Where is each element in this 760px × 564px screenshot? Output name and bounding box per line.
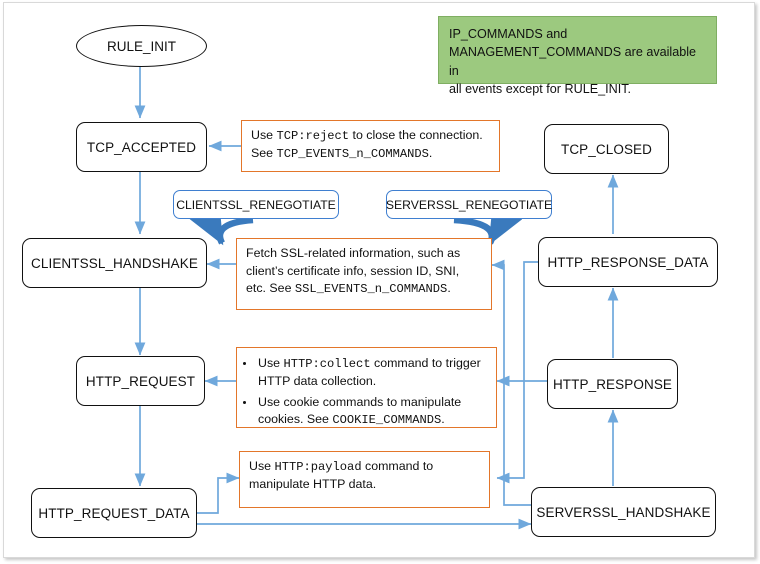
callout-payload-line-2: manipulate HTTP data. <box>249 477 377 492</box>
node-rule-init-label: RULE_INIT <box>106 38 177 54</box>
callout-tcp-line-2: See TCP_EVENTS_n_COMMANDS. <box>251 145 490 163</box>
callout-tcp-l2b: TCP_EVENTS_n_COMMANDS <box>276 147 429 162</box>
callout-payload-line-1: Use HTTP:payload command to <box>249 458 480 476</box>
node-rule-init[interactable]: RULE_INIT <box>76 25 207 67</box>
node-http-request-data[interactable]: HTTP_REQUEST_DATA <box>31 488 197 538</box>
callout-ssl-info: Fetch SSL-related information, such as c… <box>236 238 492 310</box>
node-clientssl-handshake-label: CLIENTSSL_HANDSHAKE <box>31 255 198 271</box>
node-http-request-label: HTTP_REQUEST <box>85 373 196 389</box>
callout-http-b2b: COOKIE_COMMANDS <box>332 413 442 428</box>
callout-ssl-l3a: etc. See <box>246 281 295 296</box>
node-http-response[interactable]: HTTP_RESPONSE <box>547 359 678 409</box>
callout-ssl-line-3: etc. See SSL_EVENTS_n_COMMANDS. <box>246 280 482 298</box>
callout-ssl-line-1: Fetch SSL-related information, such as <box>246 246 461 260</box>
node-clientssl-handshake[interactable]: CLIENTSSL_HANDSHAKE <box>22 238 207 288</box>
node-tcp-accepted[interactable]: TCP_ACCEPTED <box>76 122 207 172</box>
node-clientssl-renegotiate[interactable]: CLIENTSSL_RENEGOTIATE <box>173 190 339 219</box>
node-tcp-accepted-label: TCP_ACCEPTED <box>86 139 197 155</box>
callout-payload-l1a: Use <box>249 459 275 473</box>
callout-ssl-line-2: client’s certificate info, session ID, S… <box>246 263 460 278</box>
node-serverssl-renegotiate[interactable]: SERVERSSL_RENEGOTIATE <box>386 190 552 219</box>
node-http-request[interactable]: HTTP_REQUEST <box>76 356 205 406</box>
callout-tcp-l2c: . <box>428 146 433 161</box>
node-serverssl-renegotiate-label: SERVERSSL_RENEGOTIATE <box>385 197 553 212</box>
node-http-response-data-label: HTTP_RESPONSE_DATA <box>547 254 709 270</box>
callout-http-bullet-1: Use HTTP:collect command to trigger HTTP… <box>256 355 488 391</box>
callout-tcp-l1c: to close the connection. <box>349 128 483 142</box>
callout-http-bullet-2: Use cookie commands to manipulate cookie… <box>256 394 488 430</box>
callout-ssl-l3b: SSL_EVENTS_n_COMMANDS <box>294 282 448 297</box>
node-http-response-label: HTTP_RESPONSE <box>552 376 673 392</box>
note-commands-availability: IP_COMMANDS and MANAGEMENT_COMMANDS are … <box>438 16 717 96</box>
node-http-response-data[interactable]: HTTP_RESPONSE_DATA <box>538 237 718 287</box>
callout-tcp-l1a: Use <box>251 128 277 142</box>
callout-tcp-l1b: TCP:reject <box>276 129 350 143</box>
node-serverssl-handshake[interactable]: SERVERSSL_HANDSHAKE <box>531 487 716 537</box>
callout-tcp-reject: Use TCP:reject to close the connection. … <box>241 120 500 172</box>
note-line-2: MANAGEMENT_COMMANDS are available in <box>449 45 697 78</box>
note-line-3: all events except for RULE_INIT. <box>449 81 631 96</box>
callout-payload-l1b: HTTP:payload <box>274 460 362 474</box>
node-clientssl-renegotiate-label: CLIENTSSL_RENEGOTIATE <box>176 197 336 212</box>
callout-http-b1c: command to trigger HTTP data collection. <box>258 356 481 389</box>
callout-http-commands: Use HTTP:collect command to trigger HTTP… <box>236 347 497 428</box>
callout-http-b2a: Use cookie commands to manipulate cookie… <box>258 394 462 427</box>
callout-http-b2c: . <box>441 412 445 427</box>
callout-http-bullet-list: Use HTTP:collect command to trigger HTTP… <box>241 355 488 430</box>
callout-http-b1b: HTTP:collect <box>283 357 371 371</box>
node-tcp-closed-label: TCP_CLOSED <box>560 141 653 157</box>
callout-http-payload: Use HTTP:payload command to manipulate H… <box>239 451 490 508</box>
callout-tcp-line-1: Use TCP:reject to close the connection. <box>251 127 490 145</box>
node-serverssl-handshake-label: SERVERSSL_HANDSHAKE <box>536 504 711 520</box>
node-tcp-closed[interactable]: TCP_CLOSED <box>544 124 669 174</box>
node-http-request-data-label: HTTP_REQUEST_DATA <box>38 505 190 521</box>
callout-tcp-l2a: See <box>251 146 277 161</box>
callout-http-b1a: Use <box>258 356 284 370</box>
callout-payload-l1c: command to <box>361 459 434 473</box>
callout-ssl-l3c: . <box>447 281 451 296</box>
note-line-1: IP_COMMANDS and <box>449 27 568 41</box>
